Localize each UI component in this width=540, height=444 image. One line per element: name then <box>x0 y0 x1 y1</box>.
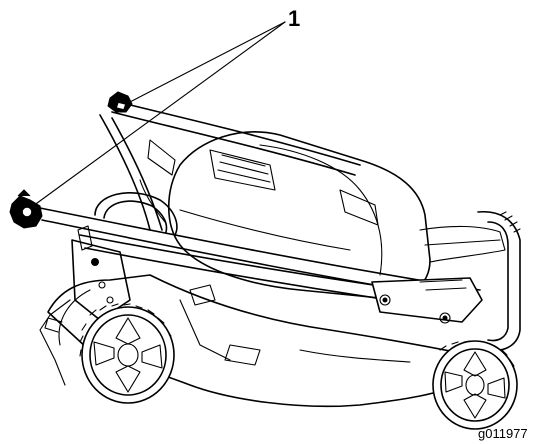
rear-wheel <box>79 303 175 404</box>
handle-bar-upper <box>109 99 361 176</box>
front-handle <box>477 211 521 352</box>
rear-right-wheel-edge <box>44 289 91 346</box>
callout-leaders <box>32 21 286 207</box>
upper-handle-knob <box>107 91 133 113</box>
figure-id: g011977 <box>478 426 528 441</box>
bag-frame <box>94 192 178 236</box>
callout-number: 1 <box>288 6 300 31</box>
lower-handle-knob <box>9 189 43 229</box>
handle-rails <box>99 114 176 231</box>
front-wheel <box>432 340 518 430</box>
mounting-bracket <box>371 277 483 324</box>
